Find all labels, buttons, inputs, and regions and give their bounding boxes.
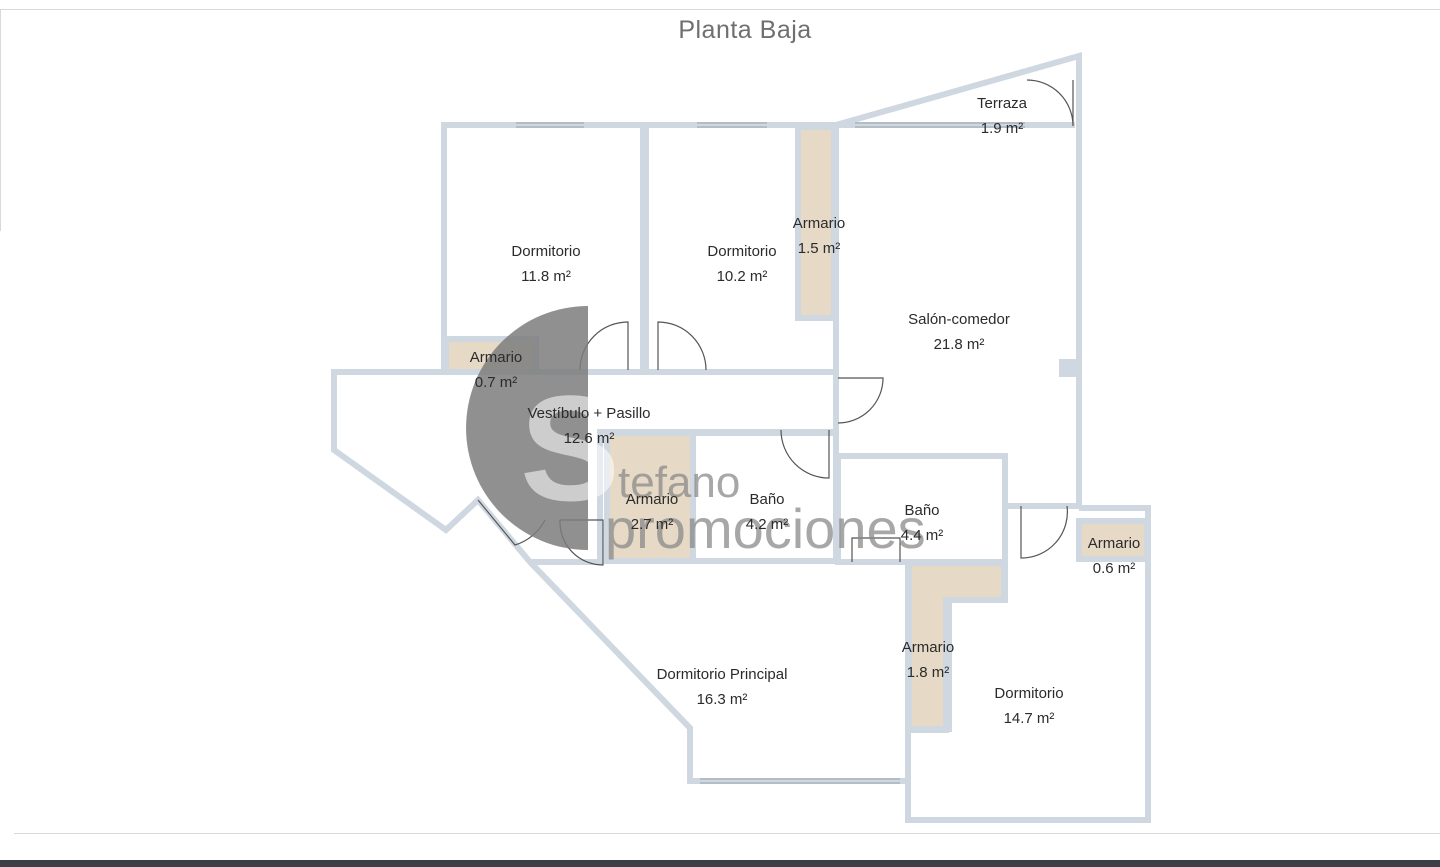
wall-living-outline: [835, 52, 1082, 506]
room-bano-1-area: 4.2 m²: [746, 516, 789, 533]
room-bano-2-area: 4.4 m²: [901, 527, 944, 544]
room-dormitorio-3-name: Dormitorio: [994, 685, 1063, 702]
room-principal-name: Dormitorio Principal: [657, 666, 788, 683]
closet-fill-5: [912, 566, 1001, 726]
door-5: [851, 537, 901, 562]
room-armario-1-name: Armario: [793, 215, 846, 232]
watermark-line1: tefano: [618, 458, 740, 507]
watermark-line2: promociones: [605, 497, 926, 560]
room-terraza-name: Terraza: [977, 95, 1028, 112]
room-bano-2-name: Baño: [904, 502, 939, 519]
room-dormitorio-1-name: Dormitorio: [511, 243, 580, 260]
room-armario-5-area: 1.8 m²: [907, 664, 950, 681]
closet-fill-1: [801, 130, 832, 316]
frame-left-line: [0, 9, 1, 231]
room-dormitorio-1-area: 11.8 m²: [521, 268, 571, 285]
frame-bottom-line: [14, 833, 1440, 834]
closet-fill-3: [610, 436, 690, 558]
door-6: [1020, 505, 1068, 559]
room-armario-4-area: 0.6 m²: [1093, 560, 1136, 577]
floor-title: Planta Baja: [678, 16, 812, 44]
room-armario-2-area: 0.7 m²: [475, 374, 518, 391]
room-salon-name: Salón-comedor: [908, 311, 1010, 328]
wall-closet-5: [906, 560, 1007, 732]
watermark: S tefano promociones: [466, 306, 926, 560]
closet-fills: [448, 130, 1144, 726]
room-dormitorio-2-area: 10.2 m²: [717, 268, 768, 285]
door-7: [1026, 79, 1074, 127]
door-3: [837, 377, 884, 424]
windows: [516, 122, 1025, 784]
watermark-half-circle: [466, 306, 588, 550]
room-armario-2-name: Armario: [470, 349, 523, 366]
room-armario-4-name: Armario: [1088, 535, 1141, 552]
room-armario-3-area: 2.7 m²: [631, 516, 674, 533]
door-4: [780, 429, 830, 479]
room-vestibulo-area: 12.6 m²: [564, 430, 615, 447]
frame-top-line: [0, 9, 1440, 10]
room-terraza-area: 1.9 m²: [981, 120, 1024, 137]
watermark-s-letter: S: [520, 364, 620, 532]
bottom-bar: [0, 860, 1440, 867]
room-dormitorio-2-name: Dormitorio: [707, 243, 776, 260]
closet-fill-4: [1082, 524, 1144, 556]
room-armario-1-area: 1.5 m²: [798, 240, 841, 257]
room-principal-area: 16.3 m²: [697, 691, 748, 708]
room-dormitorio-3-area: 14.7 m²: [1004, 710, 1055, 727]
room-bano-1-name: Baño: [749, 491, 784, 508]
room-labels: Terraza 1.9 m² Dormitorio 11.8 m² Dormit…: [470, 95, 1141, 727]
room-salon-area: 21.8 m²: [934, 336, 985, 353]
wall-closet-4: [1076, 518, 1150, 562]
room-vestibulo-name: Vestíbulo + Pasillo: [528, 405, 651, 422]
door-2: [657, 321, 707, 371]
wall-stub: [1059, 359, 1079, 377]
room-armario-5-name: Armario: [902, 639, 955, 656]
room-armario-3-name: Armario: [626, 491, 679, 508]
